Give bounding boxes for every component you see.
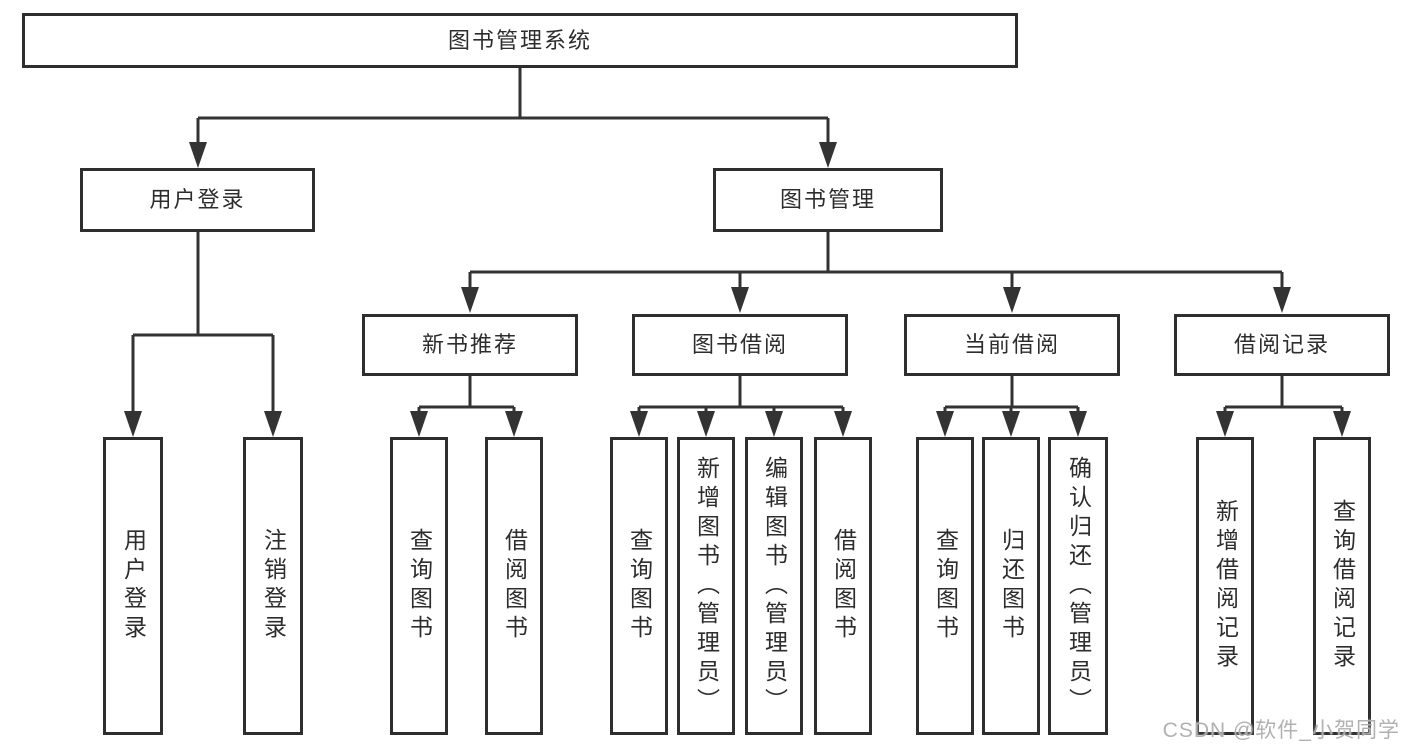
leaf-logout: 注销登录 — [243, 437, 303, 735]
leaf-query-borrow-record: 查询借阅记录 — [1313, 437, 1371, 735]
leaf-query-books-borrowing: 查询图书 — [610, 437, 668, 735]
edge-user-login-split — [131, 232, 275, 415]
node-book-borrowing: 图书借阅 — [632, 314, 848, 376]
leaf-logout-label: 注销登录 — [260, 528, 287, 644]
edge-new-book-split — [417, 376, 516, 415]
leaf-borrow-books-label: 借阅图书 — [830, 528, 857, 644]
node-borrowing-records-label: 借阅记录 — [1233, 332, 1330, 357]
leaf-query-borrow-record-label: 查询借阅记录 — [1329, 499, 1356, 673]
leaf-add-book-admin: 新增图书（管理员） — [677, 437, 735, 735]
edge-book-borrowing-split — [637, 376, 845, 415]
leaf-borrow-books-recommend: 借阅图书 — [485, 437, 543, 735]
leaf-return-book: 归还图书 — [982, 437, 1040, 735]
leaf-query-books-current-label: 查询图书 — [932, 528, 959, 644]
leaf-edit-book-admin: 编辑图书（管理员） — [745, 437, 803, 735]
leaf-query-books-recommend-label: 查询图书 — [406, 528, 433, 644]
leaf-user-login-label: 用户登录 — [120, 528, 147, 644]
edge-root-split — [196, 68, 830, 146]
leaf-edit-book-admin-label: 编辑图书（管理员） — [761, 455, 788, 717]
node-new-book-recommendation-label: 新书推荐 — [421, 332, 518, 357]
leaf-query-books-borrowing-label: 查询图书 — [626, 528, 653, 644]
node-user-login: 用户登录 — [80, 168, 315, 232]
node-current-borrowing: 当前借阅 — [904, 314, 1120, 376]
node-user-login-label: 用户登录 — [149, 187, 246, 212]
node-book-management-label: 图书管理 — [779, 187, 876, 212]
leaf-borrow-books-recommend-label: 借阅图书 — [501, 528, 528, 644]
node-borrowing-records: 借阅记录 — [1174, 314, 1390, 376]
leaf-query-books-recommend: 查询图书 — [390, 437, 448, 735]
csdn-watermark: CSDN @软件_小贺同学 — [1162, 719, 1400, 742]
leaf-user-login: 用户登录 — [103, 437, 163, 735]
leaf-add-borrow-record-label: 新增借阅记录 — [1212, 499, 1239, 673]
node-current-borrowing-label: 当前借阅 — [963, 332, 1060, 357]
node-new-book-recommendation: 新书推荐 — [362, 314, 578, 376]
leaf-confirm-return-admin: 确认归还（管理员） — [1048, 437, 1108, 735]
leaf-confirm-return-admin-label: 确认归还（管理员） — [1065, 455, 1092, 717]
leaf-query-books-current: 查询图书 — [916, 437, 974, 735]
node-book-management: 图书管理 — [713, 168, 943, 232]
edge-book-management-split — [468, 232, 1284, 291]
leaf-return-book-label: 归还图书 — [998, 528, 1025, 644]
leaf-add-book-admin-label: 新增图书（管理员） — [693, 455, 720, 717]
edge-borrowing-records-split — [1223, 376, 1344, 415]
node-root-system: 图书管理系统 — [22, 13, 1018, 68]
node-book-borrowing-label: 图书借阅 — [691, 332, 788, 357]
node-root-label: 图书管理系统 — [447, 27, 592, 53]
edge-current-borrowing-split — [943, 376, 1080, 415]
leaf-borrow-books: 借阅图书 — [814, 437, 872, 735]
leaf-add-borrow-record: 新增借阅记录 — [1196, 437, 1254, 735]
